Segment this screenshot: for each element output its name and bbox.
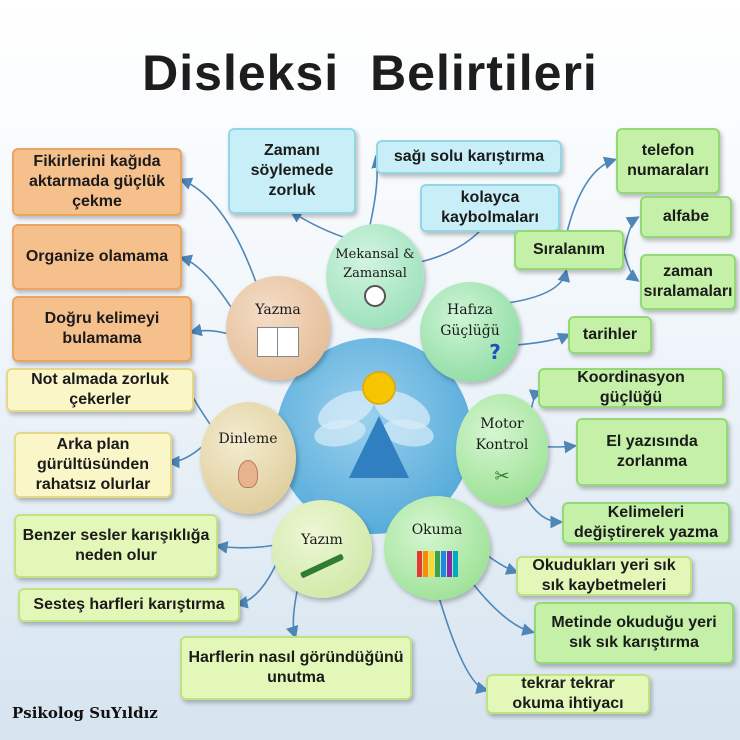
box-telefon: telefon numaraları bbox=[616, 128, 720, 194]
category-motor: Motor Kontrol ✂ bbox=[456, 394, 548, 506]
category-okuma-label: Okuma bbox=[411, 521, 463, 538]
box-sag-solu: sağı solu karıştırma bbox=[376, 140, 562, 174]
category-yazim: Yazım bbox=[272, 500, 372, 598]
box-sestes: Sesteş harfleri karıştırma bbox=[18, 588, 240, 622]
author-credit: Psikolog SuYıldız bbox=[12, 704, 158, 722]
box-alfabe: alfabe bbox=[640, 196, 732, 238]
category-okuma: Okuma bbox=[384, 496, 490, 600]
box-el-yazisi: El yazısında zorlanma bbox=[576, 418, 728, 486]
pencil-icon bbox=[299, 553, 345, 578]
scissors-icon: ✂ bbox=[494, 465, 510, 487]
box-okuduklari: Okudukları yeri sık sık kaybetmeleri bbox=[516, 556, 692, 596]
box-benzer-sesler: Benzer sesler karışıklığa neden olur bbox=[14, 514, 218, 578]
angel-icon bbox=[314, 371, 434, 478]
category-yazim-label: Yazım bbox=[301, 531, 343, 548]
compass-icon bbox=[364, 285, 386, 307]
category-motor-label: Motor Kontrol bbox=[475, 415, 529, 453]
box-tekrar: tekrar tekrar okuma ihtiyacı bbox=[486, 674, 650, 714]
box-siralanim: Sıralanım bbox=[514, 230, 624, 270]
box-kelimeleri: Kelimeleri değiştirerek yazma bbox=[562, 502, 730, 544]
box-organize: Organize olamama bbox=[12, 224, 182, 290]
category-hafiza: Hafıza Güçlüğü ? bbox=[420, 282, 520, 382]
box-zamani: Zamanı söylemede zorluk bbox=[228, 128, 356, 214]
diagram-title: Disleksi Belirtileri bbox=[142, 45, 598, 101]
category-yazma: Yazma bbox=[226, 276, 330, 380]
box-not-almada: Not almada zorluk çekerler bbox=[6, 368, 194, 412]
box-fikirlerini: Fikirlerini kağıda aktarmada güçlük çekm… bbox=[12, 148, 182, 216]
books-icon bbox=[416, 550, 458, 577]
box-tarihler: tarihler bbox=[568, 316, 652, 354]
category-dinleme-label: Dinleme bbox=[218, 430, 278, 447]
ear-icon bbox=[238, 459, 258, 488]
category-dinleme: Dinleme bbox=[200, 402, 296, 514]
box-koordinasyon: Koordinasyon güçlüğü bbox=[538, 368, 724, 408]
question-icon: ? bbox=[489, 340, 501, 364]
book-icon bbox=[257, 326, 299, 357]
box-dogru-kelime: Doğru kelimeyi bulamama bbox=[12, 296, 192, 362]
box-zaman-siralama: zaman sıralamaları bbox=[640, 254, 736, 310]
box-metinde: Metinde okuduğu yeri sık sık karıştırma bbox=[534, 602, 734, 664]
category-yazma-label: Yazma bbox=[255, 301, 301, 318]
category-mekansal-label: Mekansal & Zamansal bbox=[335, 247, 415, 281]
box-harflerin: Harflerin nasıl göründüğünü unutma bbox=[180, 636, 412, 700]
box-kolayca: kolayca kaybolmaları bbox=[420, 184, 560, 232]
category-hafiza-label: Hafıza Güçlüğü bbox=[440, 302, 500, 339]
category-mekansal: Mekansal & Zamansal bbox=[326, 224, 424, 328]
box-arka-plan: Arka plan gürültüsünden rahatsız olurlar bbox=[14, 432, 172, 498]
